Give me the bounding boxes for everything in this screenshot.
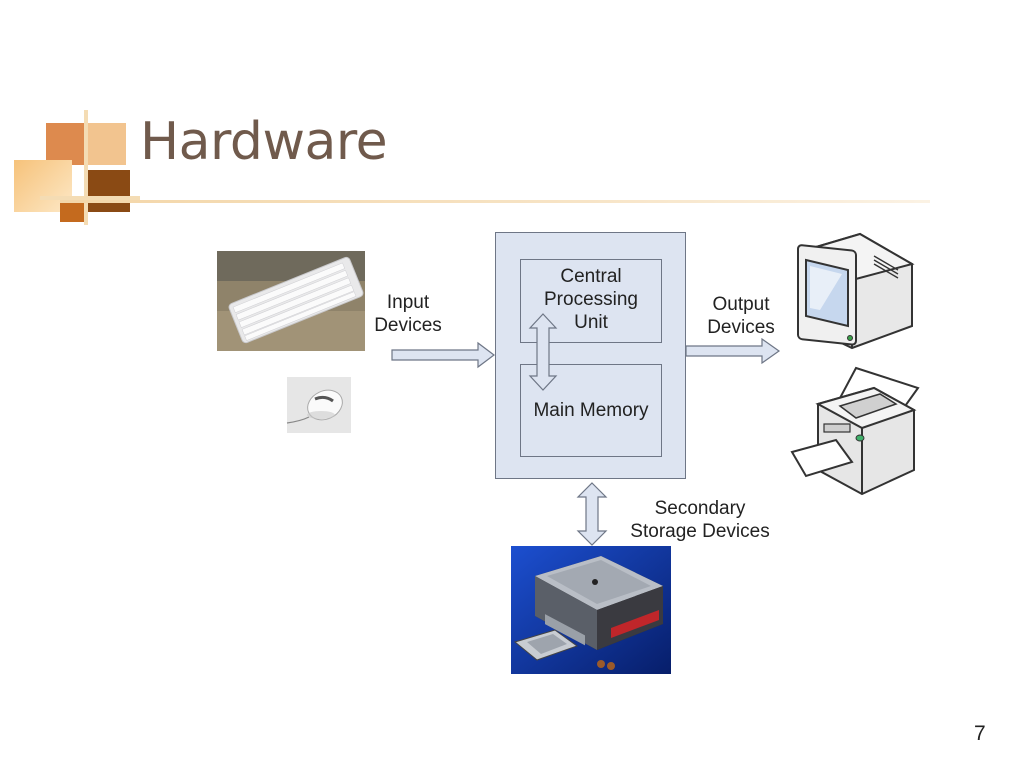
keyboard-photo (217, 251, 365, 351)
input-devices-label: Input Devices (374, 292, 442, 336)
cpu-memory-arrow (528, 313, 558, 391)
mouse-photo (286, 377, 351, 433)
cpu-label: Central Processing Unit (544, 266, 638, 333)
printer-icon (790, 366, 920, 496)
output-arrow (685, 337, 781, 365)
storage-arrow (576, 482, 608, 546)
output-devices-label: Output Devices (707, 294, 775, 338)
slide-title: Hardware (140, 112, 388, 172)
secondary-storage-label: Secondary Storage Devices (630, 498, 770, 542)
monitor-icon (797, 232, 915, 350)
page-number: 7 (974, 722, 986, 745)
main-memory-label: Main Memory (533, 400, 649, 421)
input-arrow (391, 341, 495, 369)
title-underline (60, 200, 930, 203)
hard-drive-photo (511, 546, 671, 674)
